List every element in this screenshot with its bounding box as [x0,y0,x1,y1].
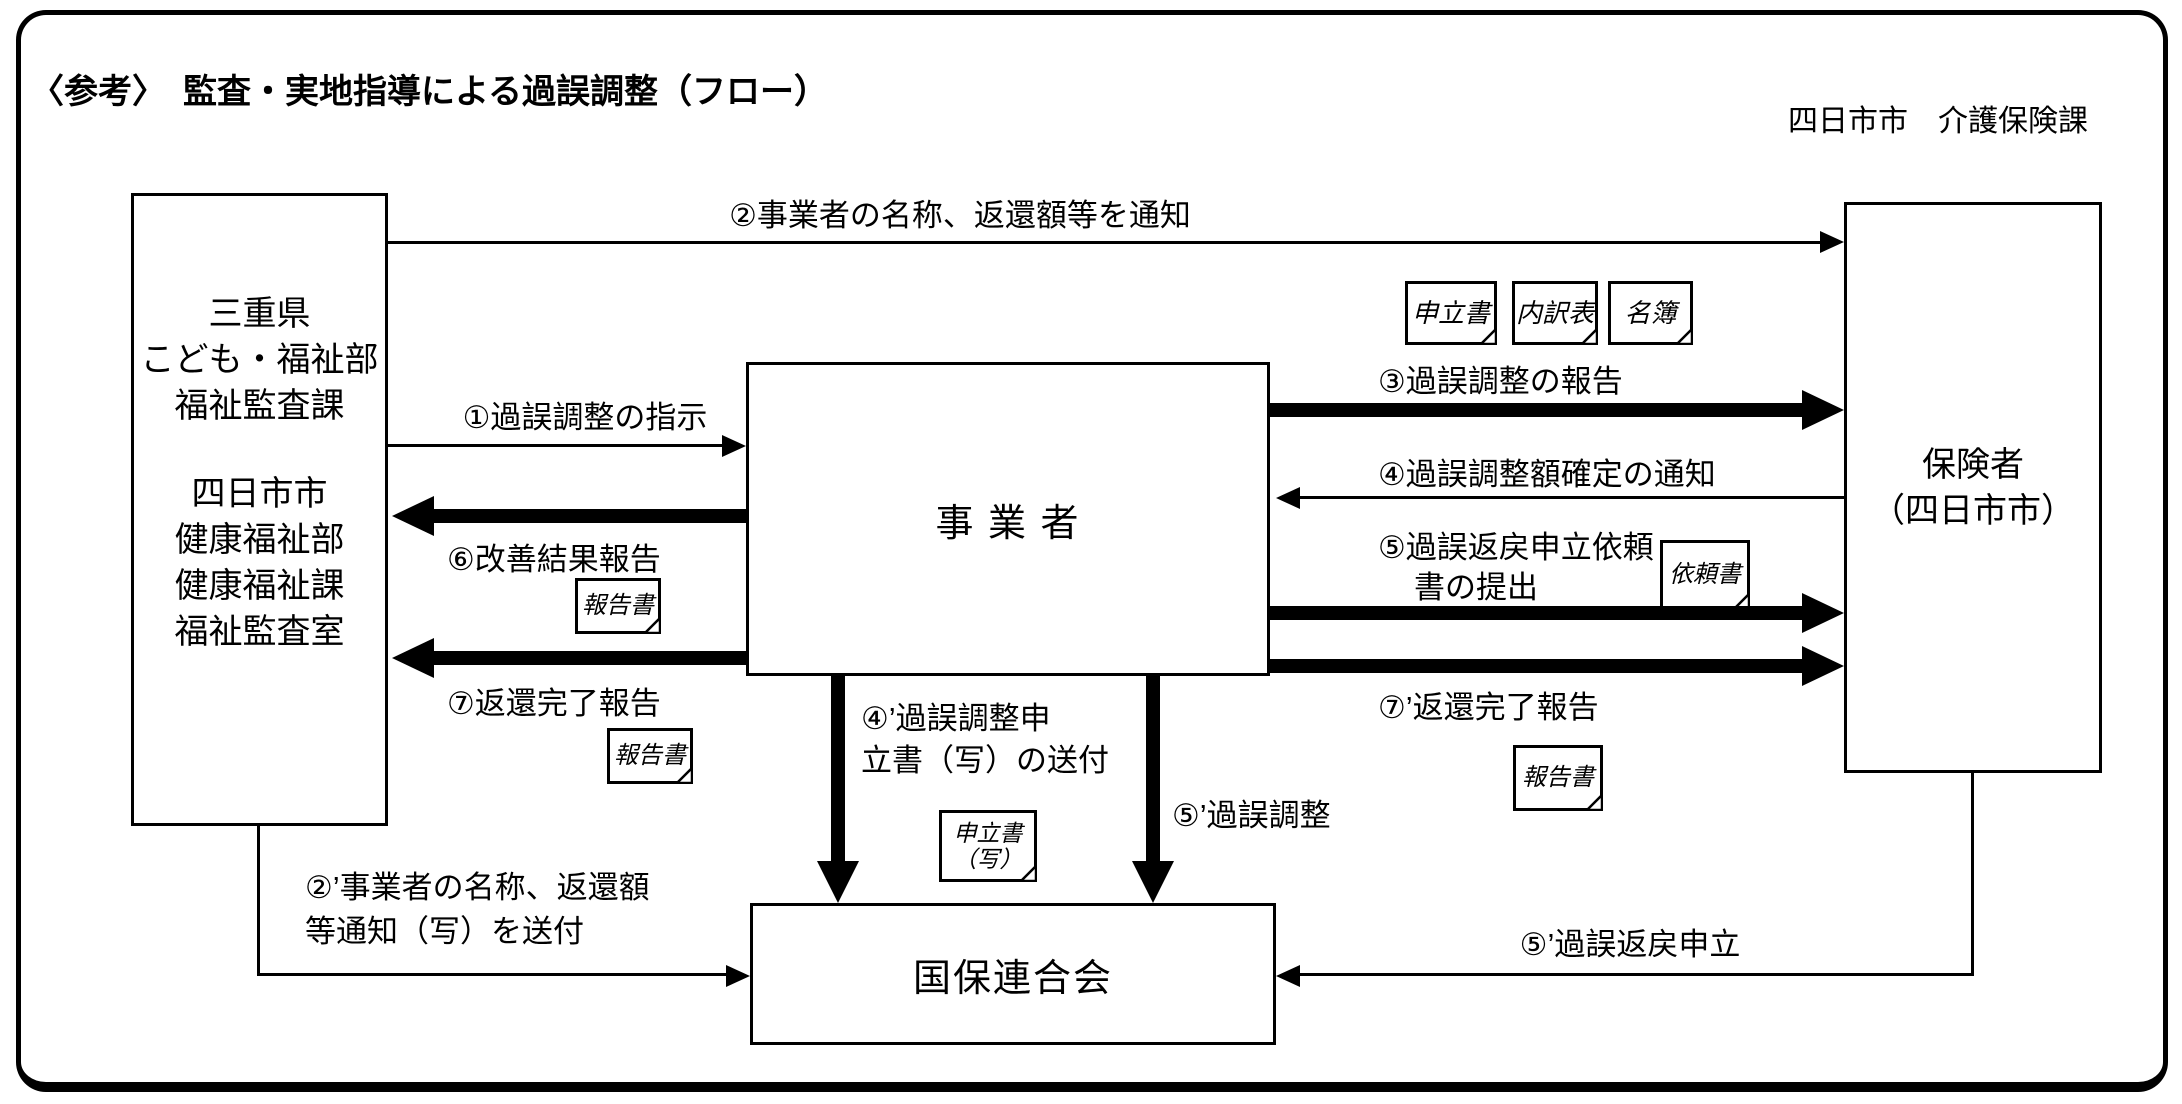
arrow-step2-head [1820,231,1844,253]
arrow-step3-line [1270,403,1802,417]
dog-ear-icon [1581,328,1598,345]
arrow-step7p-line [1270,659,1802,673]
authority-group-city: 四日市市 健康福祉部 健康福祉課 福祉監査室 [134,471,385,655]
label-step7p: ⑦’返還完了報告 [1378,690,1599,725]
arrow-step5p-appeal-vline [1971,773,1974,976]
document-label: 申立書 [953,820,1023,846]
arrow-step5p-appeal-head [1276,965,1300,987]
authority-line: 福祉監査課 [174,387,345,425]
arrow-step7-head [392,638,434,678]
label-step5-line1: ⑤過誤返戻申立依頼 [1378,530,1654,565]
box-provider: 事 業 者 [746,362,1270,676]
arrow-step7p-head [1802,646,1844,686]
label-step2p-line2: 等通知（写）を送付 [305,914,584,949]
arrow-step6-line [434,509,746,523]
label-step2p: ②’事業者の名称、返還額 等通知（写）を送付 [305,866,650,954]
box-federation: 国保連合会 [750,903,1276,1045]
dog-ear-icon [1480,328,1497,345]
label-step4: ④過誤調整額確定の通知 [1378,457,1716,492]
dog-ear-icon [676,767,693,784]
label-step2: ②事業者の名称、返還額等を通知 [729,198,1191,233]
document-icon-appeal: 申立書 [1405,281,1497,345]
arrow-step2-line [388,241,1820,244]
document-icon-breakdown: 内訳表 [1512,281,1598,345]
arrow-step7-line [434,651,746,665]
dog-ear-icon [1676,328,1693,345]
document-label: 内訳表 [1515,298,1594,328]
outer-border [16,10,2168,1092]
label-step6: ⑥改善結果報告 [447,542,661,577]
arrow-step1-head [722,435,746,457]
authority-line: 健康福祉部 [174,521,345,559]
document-icon-report-step7: 報告書 [607,728,693,784]
arrow-step2p-head [726,965,750,987]
document-icon-request: 依頼書 [1660,540,1750,610]
authority-line: 福祉監査室 [174,613,345,651]
label-step4p-line1: ④’過誤調整申 [861,701,1051,736]
label-step1: ①過誤調整の指示 [462,400,708,435]
arrow-step5-head [1802,593,1844,633]
document-label: 報告書 [614,742,686,769]
label-step2p-line1: ②’事業者の名称、返還額 [305,870,650,905]
document-label: 名簿 [1624,298,1677,328]
arrow-step4p-line [831,676,845,865]
label-step5-line2: 書の提出 [1414,570,1538,605]
dog-ear-icon [1020,865,1037,882]
arrow-step4-line [1300,496,1844,499]
arrow-step3-head [1802,390,1844,430]
document-label: 報告書 [1522,764,1594,791]
document-icon-roster: 名簿 [1608,281,1693,345]
label-step4p: ④’過誤調整申 立書（写）の送付 [861,698,1109,782]
insurer-line: 保険者 [1922,445,2024,484]
insurer-line: （四日市市） [1871,491,2075,530]
provider-label: 事 業 者 [935,502,1081,545]
document-icon-appeal-copy: 申立書 （写） [939,810,1037,882]
page-title: 〈参考〉 監査・実地指導による過誤調整（フロー） [30,73,828,111]
box-authority: 三重県 こども・福祉部 福祉監査課 四日市市 健康福祉部 健康福祉課 福祉監査室 [131,193,388,826]
label-step5: ⑤過誤返戻申立依頼 書の提出 [1378,528,1654,608]
box-insurer: 保険者 （四日市市） [1844,202,2102,773]
arrow-step5-line [1270,606,1802,620]
authority-line: 健康福祉課 [174,567,345,605]
arrow-step5p-adjust-line [1146,676,1160,865]
federation-label: 国保連合会 [912,957,1113,1000]
authority-line: 三重県 [208,295,311,333]
arrow-step6-head [392,496,434,536]
document-label: 申立書 [1411,298,1490,328]
dog-ear-icon [644,617,661,634]
document-label: 報告書 [582,592,654,619]
credit-label: 四日市市 介護保険課 [1788,105,2088,138]
label-step5p-adjust: ⑤’過誤調整 [1172,798,1331,833]
arrow-step5p-adjust-head [1132,861,1174,903]
document-icon-report-step7p: 報告書 [1513,745,1603,811]
document-icon-report-step6: 報告書 [575,578,661,634]
document-label: （写） [953,846,1023,872]
arrow-step2p-vline [257,826,260,976]
arrow-step2p-line [257,973,726,976]
label-step3: ③過誤調整の報告 [1378,364,1623,399]
authority-line: こども・福祉部 [140,341,379,379]
authority-group-prefecture: 三重県 こども・福祉部 福祉監査課 [134,291,385,429]
arrow-step1-line [388,444,722,447]
label-step4p-line2: 立書（写）の送付 [861,743,1109,778]
arrow-step5p-appeal-line [1300,973,1971,976]
label-step7: ⑦返還完了報告 [447,686,661,721]
authority-line: 四日市市 [191,475,328,513]
label-step5p-appeal: ⑤’過誤返戻申立 [1519,927,1741,962]
arrow-step4p-head [817,861,859,903]
arrow-step4-head [1276,487,1300,509]
document-label: 依頼書 [1669,561,1741,588]
dog-ear-icon [1586,794,1603,811]
